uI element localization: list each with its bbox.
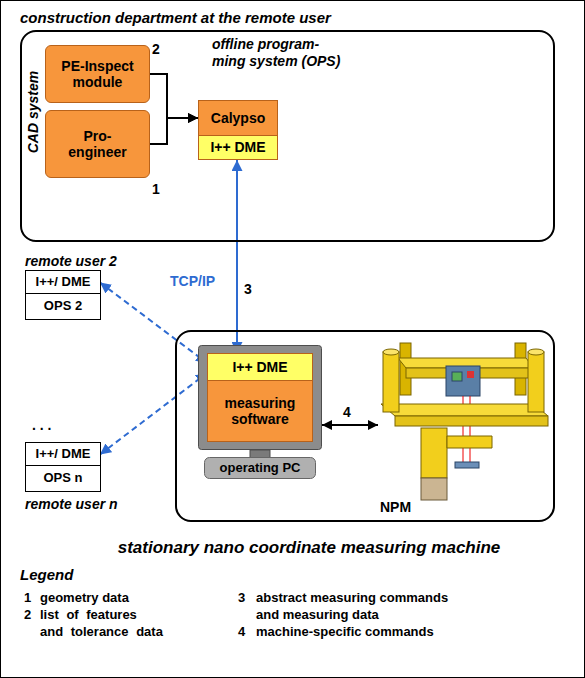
remote-user-box: remote user nI++/ DMEOPS n [25,442,101,492]
text-slot: offline program-ming system (OPS) [212,36,346,86]
text-slot: Pro-engineer [59,128,137,160]
text-slot: OPS 2 [44,299,82,314]
monitor-frame [199,346,322,450]
callout-number: 4 [238,623,252,640]
text-slot: 2 [152,40,168,58]
text-slot: . . . [32,416,72,434]
text-slot: construction department at the remote us… [20,8,540,28]
box-label: Calypso [211,110,265,126]
callout-number: 1 [24,589,38,606]
connector [322,424,378,426]
legend-text: geometry data [40,589,220,606]
text-slot: CAD system [23,62,43,162]
text-slot: 1 [24,589,38,606]
text-slot: NPM [380,498,420,516]
ops-box: OPS 2 [26,294,100,319]
box-label: I++ DME [232,359,287,375]
callout-number: 2 [24,606,38,623]
monitor-stand [250,450,270,458]
legend-text: list of features and tolerance data [40,606,165,640]
monitor-base [205,458,316,479]
ops-box: OPS n [26,466,100,491]
text-slot: 3 [244,280,258,298]
text-slot: TCP/IP [170,272,230,290]
text-slot: I++/ DME [36,275,91,290]
box-label: PE-Inspect module [59,58,137,90]
box-label: Pro-engineer [59,128,137,160]
legend-heading: Legend [20,565,100,585]
text-slot: measuring software [212,395,308,427]
connector-label: TCP/IP [170,272,230,290]
legend-entry: geometry data [40,589,220,606]
remote-user-heading: remote user 2 [25,252,165,270]
text-slot: 2 [24,606,38,623]
box-label: I++ DME [210,139,265,155]
machine-label: NPM [380,498,420,516]
text-slot: remote user n [25,495,165,513]
npm-illustration [381,343,548,500]
ellipsis: . . . [32,416,72,434]
connector [150,118,198,144]
text-slot: operating PC [205,458,315,478]
box-label: I++/ DME [36,275,91,290]
legend-entry: machine-specific commands [256,623,466,640]
npm-machine: NPM [378,338,550,516]
connector [100,373,207,455]
operating-pc: operating PC I++ DME measuring software [198,345,322,480]
text-slot: 1 [152,180,168,198]
text-slot: 4 [238,623,252,640]
cad-module-box: PE-Inspect module [45,45,150,103]
interface-box: I++/ DME [26,443,100,466]
callout-number: 3 [244,280,258,298]
box-label: I++/ DME [36,447,91,462]
text-slot: PE-Inspect module [59,58,137,90]
interface-box: I++ DME [198,135,278,160]
connector-label: 1 [152,180,168,198]
connector [236,160,238,353]
text-slot: stationary nano coordinate measuring mac… [59,536,559,560]
text-slot: Legend [20,565,100,585]
text-slot: I++ DME [210,139,265,155]
legend-entry: abstract measuring commands and measurin… [256,589,466,623]
text-slot: 4 [343,403,359,421]
text-slot: I++/ DME [36,447,91,462]
interface-box: I++/ DME [26,271,100,294]
panel-heading: stationary nano coordinate measuring mac… [59,536,559,560]
text-slot: Calypso [211,110,265,126]
connector [150,74,198,118]
legend-entry: list of features and tolerance data [40,606,165,640]
connector-label: 2 [152,40,168,58]
connector-label: 4 [343,403,359,421]
software-box: measuring software [207,380,313,442]
callout-number: 3 [238,589,252,606]
panel-heading: construction department at the remote us… [20,8,540,28]
software-box: Calypso [198,100,278,136]
remote-user-box: remote user 2I++/ DMEOPS 2 [25,270,101,320]
cad-module-box: Pro-engineer [45,110,150,178]
text-slot: remote user 2 [25,252,165,270]
connector [100,283,207,364]
remote-user-heading: remote user n [25,495,165,513]
box-label: OPS n [43,471,82,486]
box-label: OPS 2 [44,299,82,314]
legend-text: abstract measuring commands and measurin… [256,589,466,623]
group-label: CAD system [23,62,43,162]
group-label: offline program-ming system (OPS) [212,36,346,70]
machine-panel: stationary nano coordinate measuring mac… [175,330,555,522]
text-slot: 3 [238,589,252,606]
box-label: measuring software [212,395,308,427]
pc-label: operating PC [205,458,315,478]
interface-box: I++ DME [207,353,313,381]
legend-text: machine-specific commands [256,623,466,640]
text-slot: OPS n [43,471,82,486]
text-slot: I++ DME [232,359,287,375]
